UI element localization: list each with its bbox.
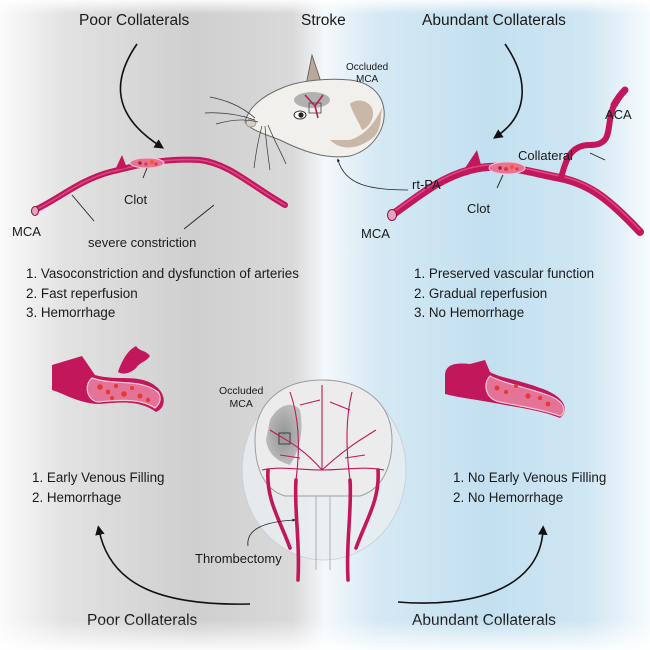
left-mca-label: MCA: [12, 224, 41, 239]
top-right-title: Abundant Collaterals: [422, 12, 566, 29]
right-clot-label: Clot: [467, 201, 491, 216]
list-item: 2. Fast reperfusion: [26, 285, 138, 301]
left-clot-label: Clot: [124, 192, 148, 207]
left-hemorrhage-vessel-illustration: [52, 346, 164, 412]
arrow-poor-bottom: [95, 525, 251, 605]
center-title: Stroke: [301, 12, 346, 29]
bottom-right-title: Abundant Collaterals: [412, 612, 556, 629]
list-item: 2. Hemorrhage: [32, 489, 122, 505]
severe-constriction-label: severe constriction: [88, 235, 197, 250]
mouse-occluded-label: Occluded MCA: [346, 62, 388, 86]
left-outcomes-top-list: 1. Vasoconstriction and dysfunction of a…: [26, 264, 299, 323]
thrombectomy-label: Thrombectomy: [195, 551, 282, 566]
rtpa-label: rt-PA: [412, 177, 441, 192]
mouse-occluded-line1: Occluded: [346, 62, 389, 73]
human-occluded-line2: MCA: [229, 397, 253, 410]
human-occluded-line1: Occluded: [219, 385, 264, 397]
right-mca-label: MCA: [361, 226, 390, 241]
arrow-abundant-bottom: [397, 525, 548, 604]
left-vessel-illustration: [31, 155, 288, 230]
whiskers: [204, 96, 287, 171]
list-item: 1. Early Venous Filling: [32, 470, 165, 485]
right-healthy-vessel-illustration: [445, 360, 565, 418]
aca-label: ACA: [605, 107, 632, 122]
mouse-occluded-line2: MCA: [356, 74, 379, 85]
list-item: 2. No Hemorrhage: [453, 489, 564, 505]
list-item: 1. Preserved vascular function: [414, 266, 595, 281]
right-outcomes-top-list: 1. Preserved vascular function 2. Gradua…: [414, 264, 594, 323]
carotid-arteries: [266, 468, 380, 582]
human-brain-angiogram-illustration: [241, 379, 407, 582]
list-item: 1. No Early Venous Filling: [453, 470, 607, 485]
list-item: 3. No Hemorrhage: [414, 305, 525, 320]
list-item: 1. Vasoconstriction and dysfunction of a…: [26, 266, 299, 281]
bottom-left-title: Poor Collaterals: [87, 612, 198, 629]
list-item: 3. Hemorrhage: [26, 305, 116, 320]
arrow-abundant-top: [493, 43, 523, 139]
mouse-head-illustration: [204, 53, 409, 191]
right-vessel-illustration: [387, 86, 644, 236]
brain-arteries: [261, 385, 385, 481]
right-outcomes-bottom-list: 1. No Early Venous Filling 2. No Hemorrh…: [453, 468, 606, 507]
human-occluded-label: Occluded MCA: [219, 385, 263, 410]
arrow-poor-top: [119, 43, 165, 149]
left-outcomes-bottom-list: 1. Early Venous Filling 2. Hemorrhage: [32, 468, 165, 507]
collateral-label: Collateral: [518, 148, 573, 163]
top-left-title: Poor Collaterals: [79, 12, 190, 29]
list-item: 2. Gradual reperfusion: [414, 285, 548, 301]
